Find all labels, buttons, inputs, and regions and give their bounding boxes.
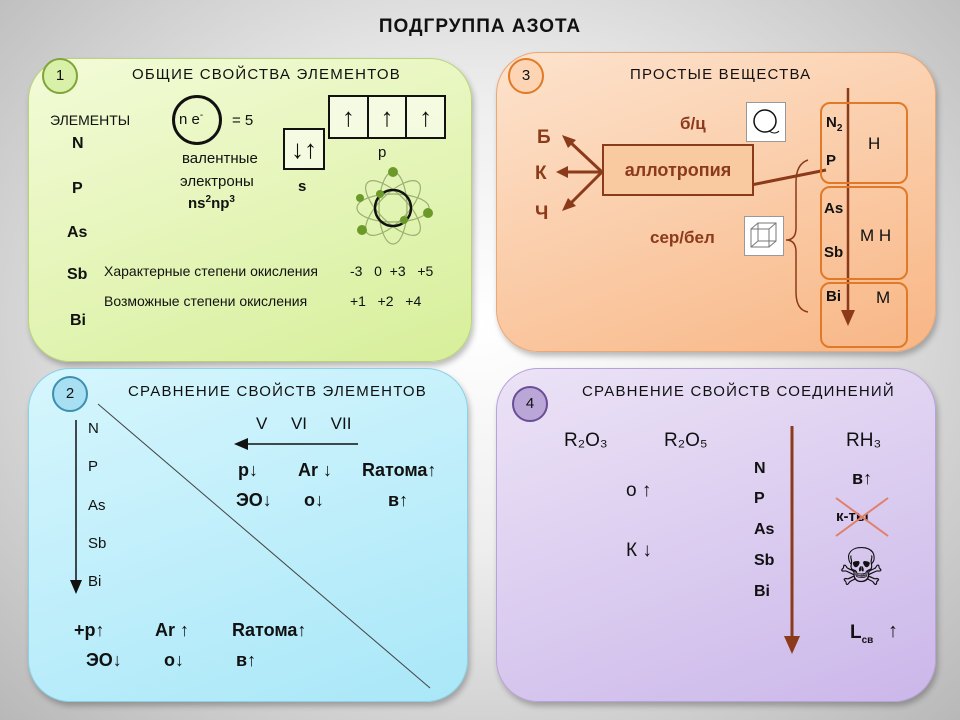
element-n: N: [72, 135, 84, 152]
letter-b: Б: [537, 127, 551, 148]
r2o3-formula: R₂O₃: [564, 430, 608, 451]
ox-poss-values: +1 +2 +4: [350, 293, 422, 309]
p2-element-as: As: [88, 497, 106, 514]
molecule-image: [746, 102, 786, 142]
p-cell-1: ↑: [330, 97, 369, 137]
panel2-header: СРАВНЕНИЕ СВОЙСТВ ЭЛЕМЕНТОВ: [128, 383, 427, 400]
bot-eo: ЭО↓: [86, 650, 122, 670]
colorless-label: б/ц: [680, 114, 706, 133]
p2-element-p: P: [88, 458, 99, 475]
ox-char-label: Характерные степени окисления: [104, 263, 318, 279]
bot-ratom: Rатома↑: [232, 620, 307, 640]
panel2-lines: [70, 403, 431, 689]
p2-element-bi: Bi: [88, 573, 102, 590]
metalloid-group: [820, 186, 908, 280]
panel-element-comparison: [28, 368, 468, 702]
p2-element-sb: Sb: [88, 535, 107, 552]
p2-element-n: N: [88, 420, 99, 437]
ox-poss-label: Возможные степени окисления: [104, 293, 308, 309]
nonmetal-class: Н: [868, 134, 881, 153]
panel-compound-comparison: [496, 368, 936, 702]
letter-k: К: [535, 163, 547, 184]
bot-p: +p↑: [74, 620, 105, 640]
panel4-header: СРАВНЕНИЕ СВОЙСТВ СОЕДИНЕНИЙ: [582, 383, 895, 400]
orbital-flower-icon: [356, 167, 433, 245]
letter-ch: Ч: [535, 203, 549, 224]
panel1-header: ОБЩИЕ СВОЙСТВА ЭЛЕМЕНТОВ: [132, 66, 401, 83]
p-orbital-cells: ↑ ↑ ↑: [328, 95, 446, 139]
p4-element-p: P: [754, 490, 765, 507]
bot-ar: Ar ↑: [155, 620, 190, 640]
allotropy-box: аллотропия: [602, 144, 754, 196]
panel-number-1: 1: [42, 58, 78, 94]
cross-out-icon: [835, 497, 889, 537]
panel3-arrows: [556, 88, 855, 326]
rh3-formula: RH₃: [846, 430, 882, 451]
p4-element-sb: Sb: [754, 552, 775, 569]
element-bi: Bi: [70, 312, 86, 329]
panel-number-2: 2: [52, 376, 88, 412]
crystal-image: [744, 216, 784, 256]
top-v: в↑: [388, 490, 409, 510]
p4-element-as: As: [754, 521, 775, 538]
as-element-label: As: [824, 200, 844, 217]
bot-v: в↑: [236, 650, 257, 670]
n2-label: N2: [826, 114, 843, 134]
grey-white-label: сер/бел: [650, 228, 715, 247]
element-sb: Sb: [67, 266, 88, 283]
bot-o: о↓: [164, 650, 184, 670]
skull-icon: ☠: [838, 539, 885, 597]
p4-element-bi: Bi: [754, 583, 770, 600]
p-element-label: P: [826, 152, 837, 169]
top-p: p↓: [238, 460, 258, 480]
crystal-lattice-icon: [750, 222, 777, 248]
p-cell-3: ↑: [419, 102, 433, 132]
ne-value: = 5: [232, 112, 254, 129]
bond-length-arrow: ↑: [888, 620, 898, 642]
element-as: As: [67, 224, 88, 241]
metal-group: [820, 282, 908, 348]
metal-class: М: [876, 288, 891, 307]
sb-element-label: Sb: [824, 244, 844, 261]
top-ar: Ar ↓: [298, 460, 333, 480]
down-arrow-icon: [784, 426, 800, 654]
elements-label: ЭЛЕМЕНТЫ: [50, 112, 131, 128]
top-ratom: Rатома↑: [362, 460, 437, 480]
p-label: p: [378, 144, 387, 161]
electron-config: ns2np3: [188, 194, 235, 212]
s-orbital-cell: ↓↑: [283, 128, 325, 170]
acidic-down: К ↓: [626, 540, 652, 561]
p-cell-2: ↑: [369, 97, 408, 137]
metalloid-class: М Н: [860, 226, 892, 245]
basic-up: о ↑: [626, 480, 652, 501]
nonmetal-group: [820, 102, 908, 184]
bond-length: Lсв: [850, 622, 874, 646]
group-numbers: V VI VII: [256, 414, 352, 433]
top-eo: ЭО↓: [236, 490, 272, 510]
ox-char-values: -3 0 +3 +5: [350, 263, 434, 279]
s-label: s: [298, 178, 307, 195]
valence-line1: валентные: [182, 150, 258, 167]
r2o5-formula: R₂O₅: [664, 430, 708, 451]
page-title: ПОДГРУППА АЗОТА: [378, 16, 582, 37]
element-p: P: [72, 180, 83, 197]
panel3-header: ПРОСТЫЕ ВЕЩЕСТВА: [630, 66, 812, 83]
ne-label: n e-: [179, 110, 204, 128]
bi-element-label: Bi: [826, 288, 841, 305]
valence-line2: электроны: [180, 173, 254, 190]
p4-element-n: N: [754, 460, 766, 477]
panel-number-3: 3: [508, 58, 544, 94]
reducing-up: в↑: [852, 468, 873, 488]
panel-number-4: 4: [512, 386, 548, 422]
acids-label: к-ты: [836, 508, 869, 525]
top-o: о↓: [304, 490, 324, 510]
molecule-icon: [753, 109, 780, 134]
electron-circle: [172, 95, 222, 145]
